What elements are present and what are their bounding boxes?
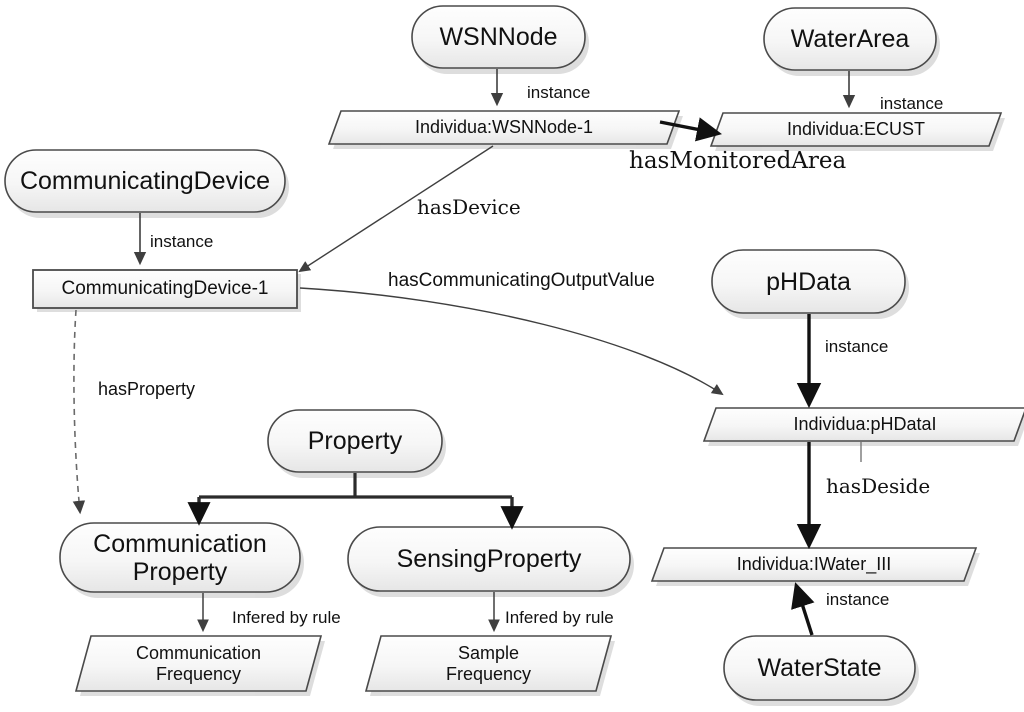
class-shapes — [4, 5, 937, 701]
edge-label-infered-by-rule-communication: Infered by rule — [232, 608, 341, 627]
edge-label-instance-communicatingdevice: instance — [150, 232, 214, 251]
edge-hasdevice — [298, 145, 494, 273]
ind-shape-iwater3 — [650, 547, 978, 582]
class-shape-wsnnode — [411, 5, 586, 69]
edge-hasmonitoredarea — [659, 117, 723, 142]
instance-shape-commdevice1 — [32, 269, 298, 309]
edge-label-instance-waterarea: instance — [880, 94, 944, 113]
ind-shape-phdatai — [702, 407, 1024, 442]
edge-label-instance-wsnnode: instance — [527, 83, 591, 102]
ind-shape-wsnnode1 — [327, 110, 681, 145]
class-shape-property — [267, 409, 443, 473]
edge-label-hasdeside: hasDeside — [826, 474, 931, 498]
class-shape-waterarea — [763, 7, 937, 71]
edge-label-instance-phdata: instance — [825, 337, 889, 356]
edge-hasproperty — [72, 309, 86, 515]
ind-shape-ecust — [709, 112, 1003, 147]
edge-label-hasdevice: hasDevice — [417, 195, 521, 219]
class-shape-phdata — [711, 249, 906, 314]
edge-label-hasmonitoredarea: hasMonitoredArea — [629, 148, 847, 174]
class-shape-sensingproperty — [347, 526, 631, 592]
edge-hascommunicatingoutputvalue — [299, 287, 724, 396]
class-shape-communicatingdevice — [4, 149, 286, 213]
edge-label-hascommunicatingoutputvalue: hasCommunicatingOutputValue — [388, 270, 655, 291]
class-shape-communicationproperty — [59, 522, 301, 593]
edge-label-hasproperty: hasProperty — [98, 379, 196, 399]
individual-shapes — [74, 110, 1024, 692]
ind-shape-commfreq — [74, 635, 323, 692]
edge-property-tree — [197, 473, 514, 518]
instance-shapes — [32, 269, 298, 309]
class-shape-waterstate — [723, 635, 916, 701]
edge-instance-waterstate — [791, 582, 815, 636]
edge-label-instance-waterstate: instance — [826, 590, 890, 609]
edge-label-infered-by-rule-sensing: Infered by rule — [505, 608, 614, 627]
ind-shape-samplefreq — [364, 635, 613, 692]
